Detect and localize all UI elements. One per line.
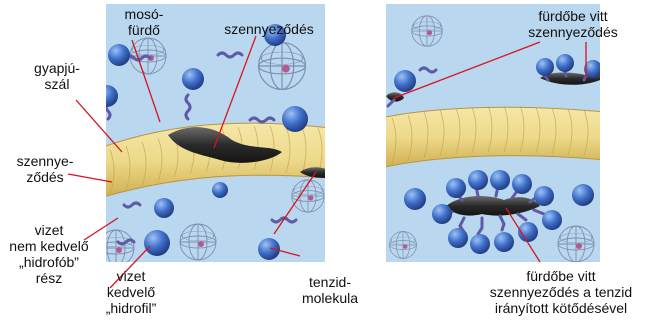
label-moso-furdo: mosó- fürdő: [114, 6, 174, 38]
label-furdobe-vitt-top: fürdőbe vitt szennyeződés: [508, 8, 638, 40]
label-gyapju-szal: gyapjú- szál: [22, 60, 92, 92]
label-szennyezodes-top: szennyeződés: [214, 21, 324, 37]
left-panel: [96, 4, 330, 266]
label-szennyezodes-left: szennye- ződés: [8, 153, 82, 185]
micelle-globe: [390, 232, 417, 259]
micelle-globe: [558, 226, 594, 262]
label-furdobe-vitt-bottom: fürdőbe vitt szennyeződés a tenzid irány…: [476, 268, 646, 316]
right-panel: [380, 4, 606, 262]
micelle-globe: [259, 43, 306, 90]
label-vizet-nem-kedvelo: vizet nem kedvelő „hidrofób” rész: [6, 222, 92, 286]
label-tenzid-molekula: tenzid- molekula: [292, 274, 368, 306]
micelle-globe: [412, 16, 443, 47]
micelle-globe: [98, 230, 134, 266]
micelle-globe: [180, 224, 216, 260]
label-vizet-kedvelo: vizet kedvelő „hidrofil”: [94, 268, 168, 316]
